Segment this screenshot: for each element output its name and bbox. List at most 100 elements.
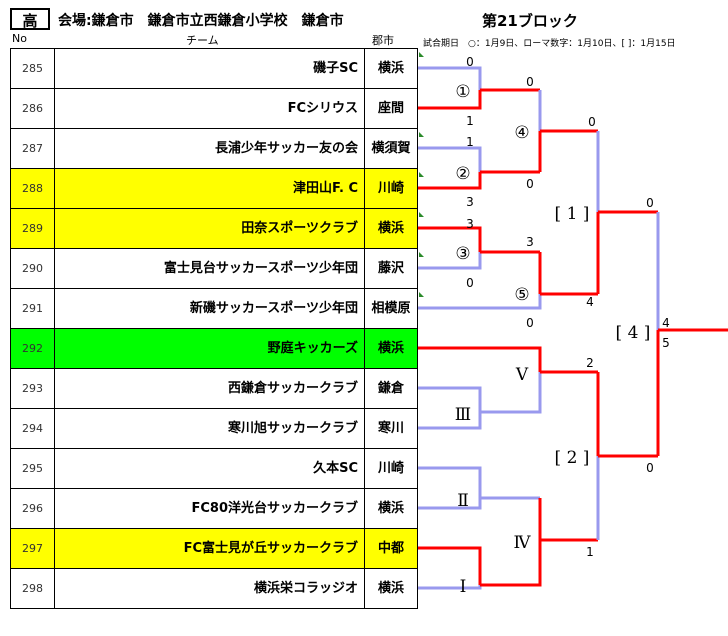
- match-label: Ⅲ: [455, 405, 471, 425]
- match-label: Ⅰ: [460, 577, 467, 597]
- team-city: 座間: [377, 101, 404, 116]
- team-number: 285: [11, 49, 55, 89]
- bracket-line: [480, 372, 542, 414]
- team-city: 中都: [377, 541, 404, 556]
- team-city: 寒川: [377, 421, 404, 436]
- bracket-line: [418, 172, 482, 190]
- team-name: 新磯サッカースポーツ少年団: [55, 289, 365, 329]
- corner-flag: [419, 52, 424, 57]
- team-number: 294: [11, 409, 55, 449]
- team-name: FC80洋光台サッカークラブ: [55, 489, 365, 529]
- team-number: 293: [11, 369, 55, 409]
- score-label: 1: [586, 545, 594, 559]
- column-header-city: 郡市: [372, 34, 394, 47]
- team-name: FC富士見が丘サッカークラブ: [55, 529, 365, 569]
- score-label: 0: [466, 276, 474, 290]
- team-name: 田奈スポーツクラブ: [55, 209, 365, 249]
- team-name: 野庭キッカーズ: [55, 329, 365, 369]
- score-label: 3: [526, 235, 534, 249]
- team-name: 横浜栄コラッジオ: [55, 569, 365, 609]
- score-label: 0: [526, 177, 534, 191]
- grade-badge: 高: [10, 8, 50, 30]
- corner-flag: [419, 252, 424, 257]
- team-city: 川崎: [377, 461, 404, 476]
- team-name: 津田山F. C: [55, 169, 365, 209]
- team-number: 297: [11, 529, 55, 569]
- match-label: [ 1 ]: [555, 204, 590, 224]
- score-label: 1: [466, 114, 474, 128]
- team-name: FCシリウス: [55, 89, 365, 129]
- bracket-line: [418, 466, 482, 498]
- match-label: ⑤: [514, 285, 529, 305]
- score-label: 3: [466, 195, 474, 209]
- team-number: 286: [11, 89, 55, 129]
- venue-title: 会場:鎌倉市 鎌倉市立西鎌倉小学校 鎌倉市: [58, 13, 344, 29]
- team-name: 西鎌倉サッカークラブ: [55, 369, 365, 409]
- corner-flag: [419, 212, 424, 217]
- corner-flag: [419, 292, 424, 297]
- team-city: 横須賀: [371, 141, 411, 156]
- match-label: ④: [514, 123, 529, 143]
- score-label: 5: [662, 336, 670, 350]
- corner-flag: [419, 172, 424, 177]
- bracket-line: [480, 498, 542, 587]
- score-label: 0: [646, 461, 654, 475]
- bracket-line: [418, 386, 482, 412]
- team-number: 288: [11, 169, 55, 209]
- score-label: 4: [662, 316, 670, 330]
- column-header-team: チーム: [186, 34, 219, 47]
- match-label: Ⅱ: [457, 491, 469, 511]
- score-label: 2: [586, 356, 594, 370]
- team-city: 横浜: [377, 221, 404, 236]
- score-label: 0: [526, 75, 534, 89]
- team-name: 寒川旭サッカークラブ: [55, 409, 365, 449]
- match-label: Ⅴ: [515, 365, 529, 385]
- team-number: 291: [11, 289, 55, 329]
- score-label: 3: [466, 217, 474, 231]
- match-label: ①: [455, 82, 470, 102]
- team-city: 横浜: [377, 341, 404, 356]
- bracket-line: [418, 226, 482, 252]
- match-label: Ⅳ: [514, 533, 532, 553]
- team-name: 磯子SC: [55, 49, 365, 89]
- bracket-line: [418, 585, 482, 590]
- block-title: 第21ブロック: [482, 12, 578, 30]
- match-label: [ 2 ]: [555, 448, 590, 468]
- team-number: 289: [11, 209, 55, 249]
- match-label: ③: [455, 244, 470, 264]
- team-number: 296: [11, 489, 55, 529]
- match-label: ②: [455, 164, 470, 184]
- corner-flag: [419, 132, 424, 137]
- team-city: 川崎: [377, 181, 404, 196]
- score-label: 0: [466, 55, 474, 69]
- bracket-line: [418, 146, 482, 172]
- match-label: [ 4 ]: [616, 323, 651, 343]
- team-number: 287: [11, 129, 55, 169]
- score-label: 4: [586, 295, 594, 309]
- team-city: 相模原: [371, 301, 411, 316]
- bracket-line: [418, 294, 542, 310]
- bracket-line: [418, 66, 482, 90]
- team-city: 藤沢: [377, 261, 404, 276]
- team-name: 長浦少年サッカー友の会: [55, 129, 365, 169]
- team-city: 横浜: [377, 501, 404, 516]
- team-number: 292: [11, 329, 55, 369]
- bracket-line: [418, 346, 542, 372]
- team-number: 298: [11, 569, 55, 609]
- score-label: 0: [526, 316, 534, 330]
- score-label: 0: [588, 115, 596, 129]
